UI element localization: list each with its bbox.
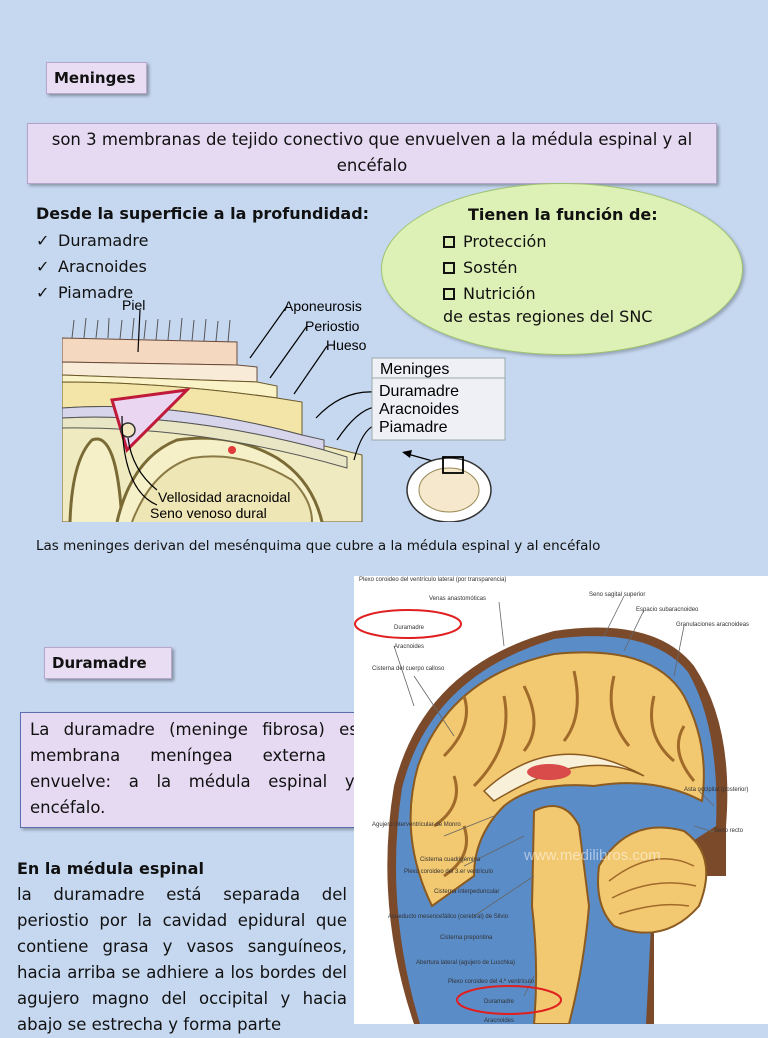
watermark: www.medilibros.com bbox=[523, 847, 661, 864]
label-duramadre: Duramadre bbox=[379, 383, 459, 400]
function-item: Sostén bbox=[443, 255, 546, 281]
mesenchyme-note: Las meninges derivan del mesénquima que … bbox=[36, 538, 601, 554]
label-seno: Seno venoso dural bbox=[150, 505, 267, 521]
label-vellosidad: Vellosidad aracnoidal bbox=[158, 489, 290, 505]
spine-section-title: En la médula espinal bbox=[17, 859, 204, 878]
brain-sagittal-illustration: Plexo coroideo del ventrículo lateral (p… bbox=[354, 576, 768, 1024]
label-plexo-4: Plexo coroideo del 4.º ventrículo bbox=[448, 978, 535, 985]
layers-title: Desde la superficie a la profundidad: bbox=[36, 204, 370, 223]
label-espacio-sub: Espacio subaracnoideo bbox=[636, 607, 699, 613]
label-hueso: Hueso bbox=[326, 337, 367, 353]
layer-label: Piamadre bbox=[58, 283, 134, 302]
function-footer: de estas regiones del SNC bbox=[443, 307, 653, 326]
label-plexo-lateral: Plexo coroideo del ventrículo lateral (p… bbox=[359, 577, 506, 583]
meninges-tag: Meninges bbox=[46, 62, 147, 94]
label-asta: Asta occipital (posterior) bbox=[684, 787, 748, 793]
label-meninges: Meninges bbox=[380, 361, 449, 378]
layer-item: ✓ Piamadre bbox=[36, 280, 148, 306]
label-seno-sagital: Seno sagital superior bbox=[589, 592, 645, 598]
label-cisterna-cuerpo: Cisterna del cuerpo calloso bbox=[372, 666, 445, 672]
label-seno-recto: Seno recto bbox=[714, 828, 744, 834]
label-agujero: Agujero interventricular de Monro bbox=[372, 822, 461, 828]
function-list: Protección Sostén Nutrición bbox=[443, 229, 546, 307]
checkmark-icon: ✓ bbox=[36, 257, 50, 276]
label-cisterna-inter: Cisterna interpeduncular bbox=[434, 889, 499, 895]
label-cisterna-cuadrigemina: Cisterna cuadrigémina bbox=[420, 857, 481, 863]
meninges-layers-illustration: Piel Aponeurosis Periostio Hueso Meninge… bbox=[62, 297, 506, 522]
layer-item: ✓ Duramadre bbox=[36, 228, 148, 254]
checkmark-icon: ✓ bbox=[36, 231, 50, 250]
function-ellipse bbox=[381, 183, 743, 355]
label-piel: Piel bbox=[122, 297, 145, 313]
label-cisterna-pre: Cisterna prepontina bbox=[440, 935, 493, 941]
function-item: Nutrición bbox=[443, 281, 546, 307]
label-periostio: Periostio bbox=[305, 318, 360, 334]
label-aracnoides-2: Aracnoides bbox=[484, 1018, 514, 1024]
label-aracnoides: Aracnoides bbox=[379, 401, 459, 418]
label-granulaciones: Granulaciones aracnoideas bbox=[676, 622, 749, 628]
label-aracnoides: Aracnoides bbox=[394, 644, 424, 650]
layer-item: ✓ Aracnoides bbox=[36, 254, 148, 280]
label-aponeurosis: Aponeurosis bbox=[284, 298, 362, 314]
checkbox-icon bbox=[443, 262, 455, 274]
function-title: Tienen la función de: bbox=[468, 205, 658, 224]
function-label: Protección bbox=[463, 232, 547, 251]
spine-section-text: la duramadre está separada del periostio… bbox=[17, 885, 347, 1034]
function-label: Sostén bbox=[463, 258, 518, 277]
label-abertura: Abertura lateral (agujero de Luschka) bbox=[416, 960, 515, 966]
duramadre-definition-box: La duramadre (meninge fibrosa) es la mem… bbox=[20, 712, 393, 828]
checkmark-icon: ✓ bbox=[36, 283, 50, 302]
function-label: Nutrición bbox=[463, 284, 536, 303]
checkbox-icon bbox=[443, 288, 455, 300]
function-item: Protección bbox=[443, 229, 546, 255]
layers-list: ✓ Duramadre ✓ Aracnoides ✓ Piamadre bbox=[36, 228, 148, 306]
definition-box: son 3 membranas de tejido conectivo que … bbox=[27, 123, 717, 184]
layer-label: Duramadre bbox=[58, 231, 149, 250]
label-duramadre-2: Duramadre bbox=[484, 999, 515, 1005]
checkbox-icon bbox=[443, 236, 455, 248]
label-piamadre: Piamadre bbox=[379, 419, 448, 436]
layer-label: Aracnoides bbox=[58, 257, 147, 276]
label-acueducto: Acueducto mesencefálico (cerebral) de Si… bbox=[388, 914, 509, 920]
duramadre-tag: Duramadre bbox=[44, 647, 172, 679]
label-plexo-3: Plexo coroideo del 3.er ventrículo bbox=[404, 869, 494, 875]
label-duramadre: Duramadre bbox=[394, 625, 425, 631]
label-venas: Venas anastomóticas bbox=[429, 596, 486, 602]
